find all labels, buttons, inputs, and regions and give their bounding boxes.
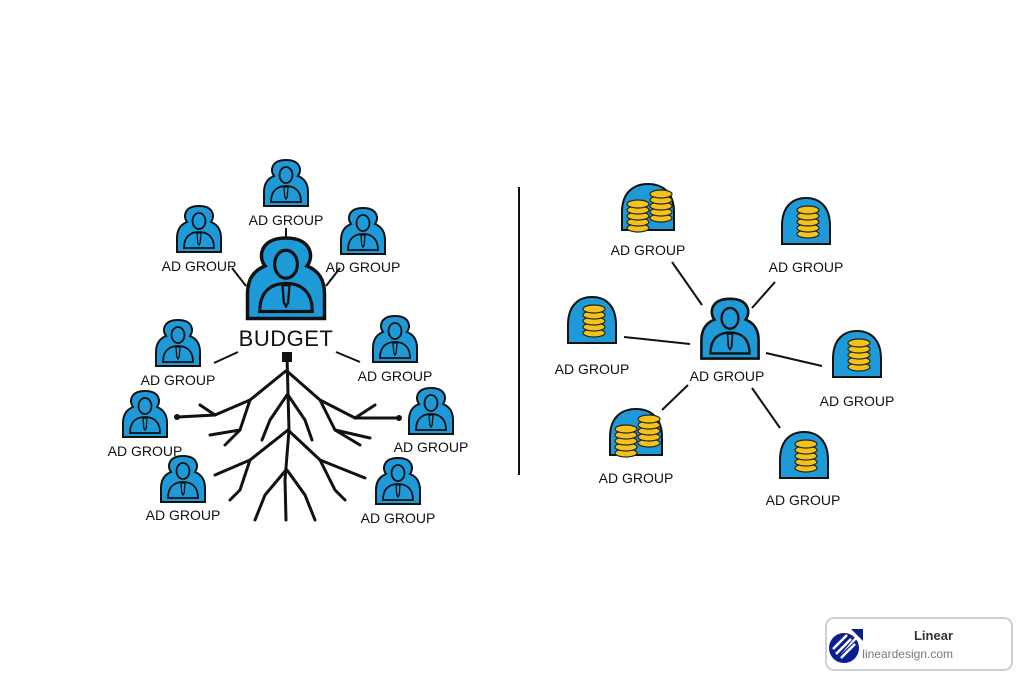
ad-group-node: AD GROUP xyxy=(141,319,216,388)
svg-text:AD GROUP: AD GROUP xyxy=(611,242,686,258)
svg-text:AD GROUP: AD GROUP xyxy=(555,361,630,377)
center-ad-group-node: AD GROUP xyxy=(690,297,765,384)
svg-text:AD GROUP: AD GROUP xyxy=(326,259,401,275)
svg-text:AD GROUP: AD GROUP xyxy=(394,439,469,455)
funded-ad-group-node: AD GROUP xyxy=(766,432,841,508)
ad-group-node: AD GROUP xyxy=(326,207,401,275)
linear-badge[interactable]: Linear lineardesign.com xyxy=(825,617,1013,671)
svg-text:AD GROUP: AD GROUP xyxy=(690,368,765,384)
badge-title: Linear xyxy=(913,628,953,643)
ad-group-node: AD GROUP xyxy=(394,387,469,455)
ad-group-node: AD GROUP xyxy=(361,457,436,526)
funded-ad-group-node: AD GROUP xyxy=(820,331,895,409)
ad-group-node: AD GROUP xyxy=(249,159,324,228)
funded-ad-group-node: AD GROUP xyxy=(599,409,674,486)
right-connectors xyxy=(623,261,823,429)
budget-node: BUDGET xyxy=(239,236,334,351)
ad-group-node: AD GROUP xyxy=(108,390,183,459)
svg-text:AD GROUP: AD GROUP xyxy=(146,507,221,523)
svg-text:AD GROUP: AD GROUP xyxy=(162,258,237,274)
rocket-icon xyxy=(829,629,863,663)
svg-text:AD GROUP: AD GROUP xyxy=(599,470,674,486)
ad-group-node: AD GROUP xyxy=(146,455,221,523)
root-tree xyxy=(174,352,402,522)
svg-text:AD GROUP: AD GROUP xyxy=(361,510,436,526)
svg-text:AD GROUP: AD GROUP xyxy=(249,212,324,228)
ad-group-node: AD GROUP xyxy=(162,205,237,274)
left-connectors xyxy=(213,228,361,364)
svg-text:AD GROUP: AD GROUP xyxy=(769,259,844,275)
svg-text:AD GROUP: AD GROUP xyxy=(108,443,183,459)
badge-url: lineardesign.com xyxy=(862,647,953,661)
ad-group-node: AD GROUP xyxy=(358,315,433,384)
svg-text:AD GROUP: AD GROUP xyxy=(358,368,433,384)
svg-text:AD GROUP: AD GROUP xyxy=(820,393,895,409)
funded-ad-group-node: AD GROUP xyxy=(555,297,630,377)
funded-ad-group-node: AD GROUP xyxy=(611,184,686,258)
budget-label: BUDGET xyxy=(239,326,334,351)
funded-ad-group-node: AD GROUP xyxy=(769,198,844,275)
svg-text:AD GROUP: AD GROUP xyxy=(141,372,216,388)
svg-text:AD GROUP: AD GROUP xyxy=(766,492,841,508)
